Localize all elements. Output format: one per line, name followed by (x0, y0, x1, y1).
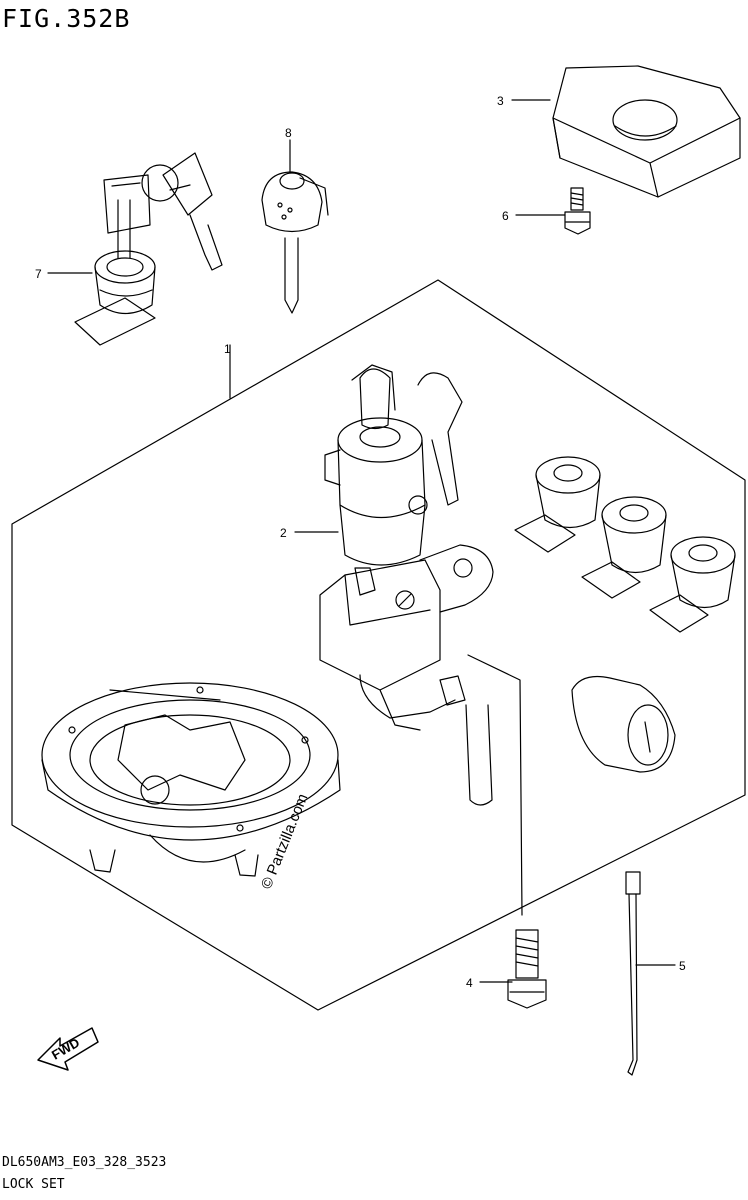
callout-7: 7 (35, 267, 42, 281)
watermark: © Partzilla.com (258, 791, 312, 891)
callout-6: 6 (502, 209, 509, 223)
cover-cap-part (552, 65, 741, 198)
callout-2: 2 (280, 526, 287, 540)
small-lock-part (74, 152, 223, 346)
callout-1: 1 (224, 342, 231, 356)
cable-tie-part (625, 871, 641, 1076)
bolt-part (507, 929, 547, 1009)
fuel-cap-part (41, 682, 341, 877)
small-bolt-part (564, 187, 591, 235)
callout-5: 5 (679, 959, 686, 973)
fwd-label: FWD (49, 1035, 82, 1063)
callout-4: 4 (466, 976, 473, 990)
figure-code: DL650AM3_E03_328_3523 (2, 1155, 167, 1170)
seat-lock-parts (514, 456, 736, 773)
fwd-arrow-icon (37, 1027, 99, 1071)
ignition-switch-part (319, 364, 494, 806)
callout-3: 3 (497, 94, 504, 108)
figure-title: FIG.352B (2, 4, 131, 33)
key-part (261, 171, 329, 314)
figure-name: LOCK SET (2, 1177, 65, 1192)
assembly-boundary (11, 279, 746, 1011)
callout-8: 8 (285, 126, 292, 140)
